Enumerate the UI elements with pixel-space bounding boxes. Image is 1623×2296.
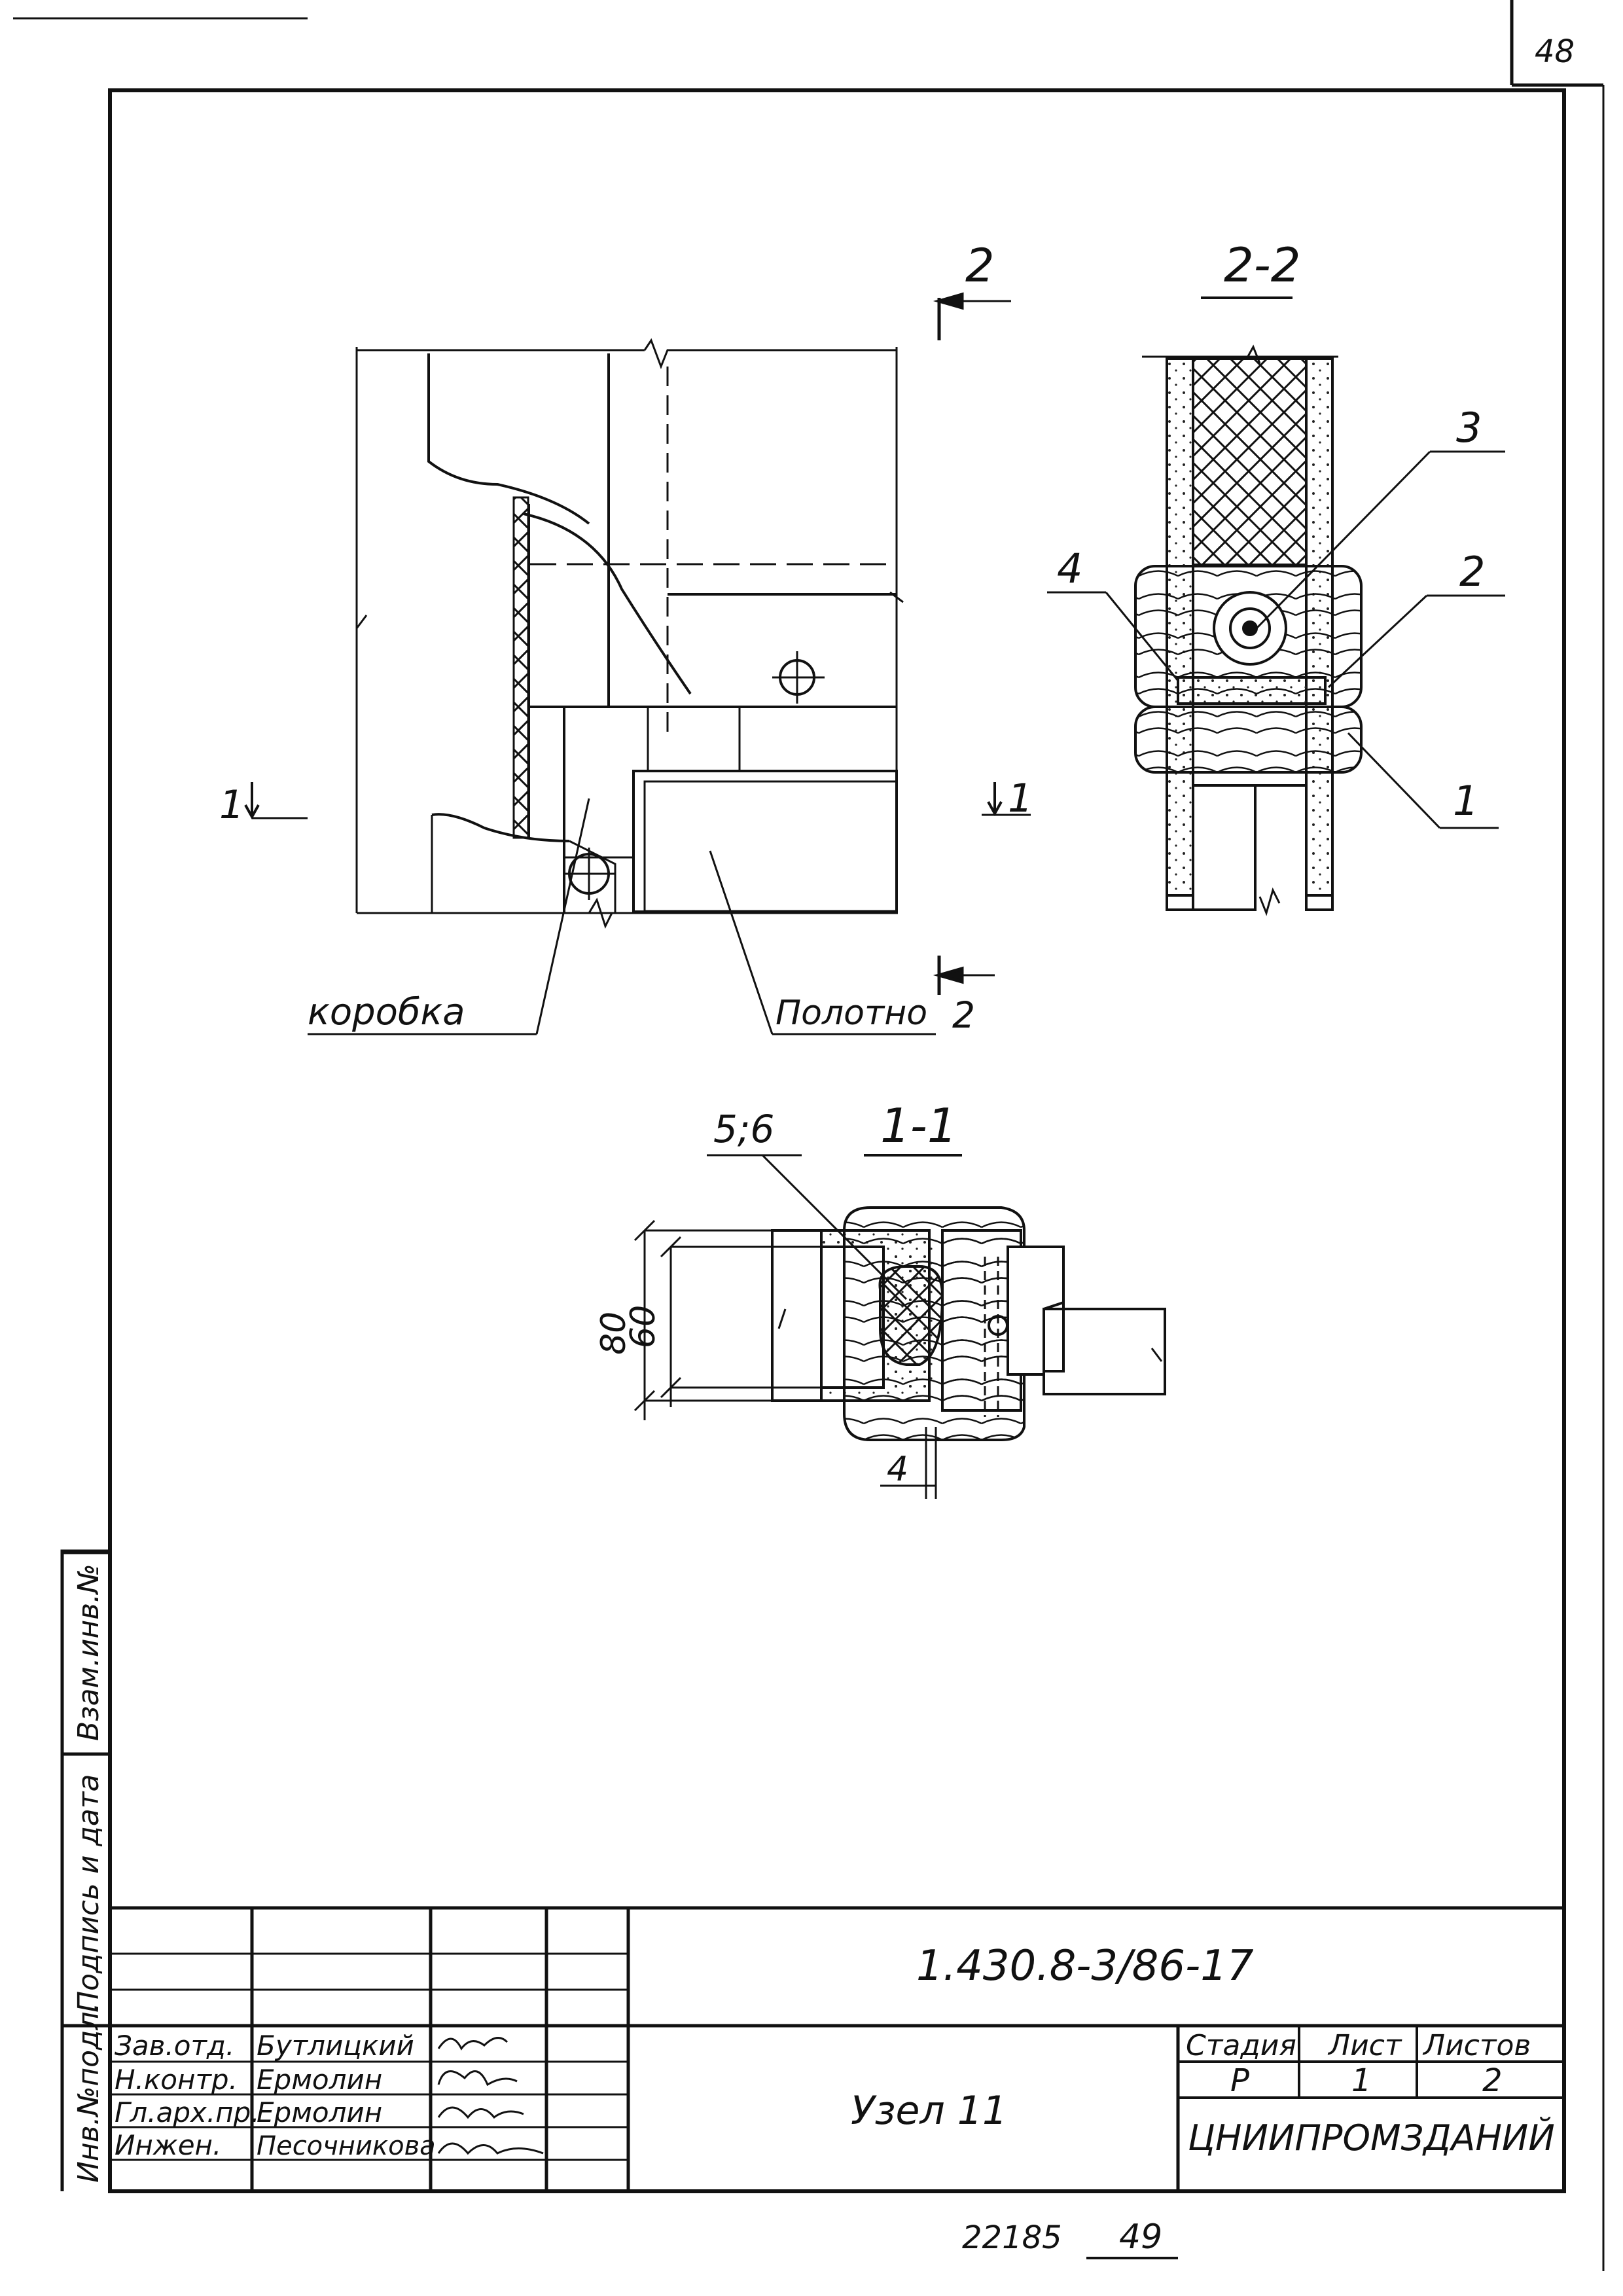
page-number-box: 48 (1510, 0, 1603, 87)
organization: ЦНИИПРОМЗДАНИЙ (1188, 2117, 1555, 2159)
sheets-value: 2 (1482, 2062, 1503, 2099)
staff-role-3: Инжен. (115, 2129, 221, 2161)
staff-name-3: Песочникова (257, 2131, 436, 2161)
sheets-label: Листов (1422, 2029, 1531, 2062)
sheet-label: Лист (1327, 2029, 1402, 2062)
side-stamps (60, 1549, 112, 2191)
cut-marks-plan (244, 292, 1031, 995)
staff-name-0: Бутлицкий (257, 2030, 414, 2062)
section-1-1 (771, 1206, 1166, 1441)
sheet-value: 1 (1351, 2062, 1372, 2099)
callout-5-6-leader (761, 1154, 908, 1300)
cut-label-left: 1 (219, 782, 244, 828)
section-2-2-callout-2: 2 (1459, 548, 1485, 596)
page-number: 48 (1535, 33, 1575, 70)
cut-label-bottom: 2 (952, 994, 975, 1036)
dim-4: 4 (887, 1450, 908, 1489)
cut-label-top: 2 (965, 239, 995, 293)
section-2-2-leaders (1047, 450, 1505, 829)
section-2-2 (1134, 344, 1363, 916)
plan-leaders (308, 798, 936, 1035)
staff-role-2: Гл.арх.пр. (115, 2096, 260, 2128)
staff-name-2: Ермолин (257, 2096, 382, 2128)
section-2-2-callout-4: 4 (1057, 545, 1082, 592)
staff-name-1: Ермолин (257, 2064, 382, 2096)
staff-role-0: Зав.отд. (115, 2030, 234, 2062)
bottom-number-right: 49 (1119, 2217, 1162, 2257)
signatures (437, 2037, 544, 2155)
label-leaf: Полотно (776, 994, 927, 1033)
cut-label-right: 1 (1008, 776, 1033, 821)
stamp-inv-no: Взам.инв.№ (72, 1564, 105, 1741)
dim-80: 80 (594, 1312, 633, 1355)
staff-rows: Зав.отд. Бутлицкий Н.контр. Ермолин Гл.а… (115, 2030, 436, 2161)
section-1-1-callout-5-6: 5;6 (713, 1107, 774, 1151)
plan-view (355, 338, 904, 929)
node-title: Узел 11 (851, 2088, 1007, 2134)
staff-role-1: Н.контр. (115, 2064, 238, 2096)
doc-code: 1.430.8-3/86-17 (916, 1942, 1254, 1990)
stamp-sign-date: Подпись и дата (72, 1774, 105, 2013)
section-2-2-title: 2-2 (1224, 238, 1301, 293)
stage-label: Стадия (1186, 2029, 1296, 2062)
section-2-2-callout-1: 1 (1453, 777, 1478, 825)
main-frame (108, 88, 1566, 2193)
section-2-2-callout-3: 3 (1456, 404, 1482, 452)
stage-value: Р (1230, 2062, 1249, 2099)
label-frame: коробка (308, 991, 465, 1033)
title-block-grid (110, 1906, 1564, 2191)
bottom-number-left: 22185 (962, 2219, 1062, 2256)
section-1-1-dimensions (633, 1219, 937, 1499)
section-1-1-title: 1-1 (880, 1098, 957, 1153)
dim-60: 60 (624, 1305, 663, 1348)
stamp-inv-orig: Инв.№подл. (72, 2002, 105, 2183)
